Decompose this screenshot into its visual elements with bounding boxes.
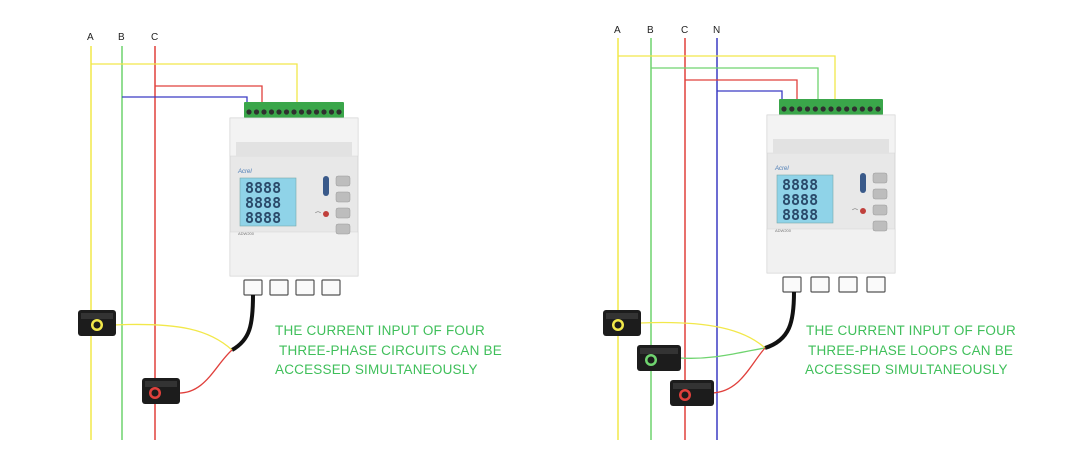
phase-label-a: A — [614, 25, 621, 36]
terminal-screw — [804, 106, 811, 112]
caption-line-2: THREE-PHASE LOOPS CAN BE — [808, 343, 1013, 358]
current-transformer-c — [142, 378, 180, 404]
current-transformer-a — [603, 310, 641, 336]
terminal-screws — [246, 109, 342, 115]
energy-meter: Acrel 8888 8888 8888 ADW200 ⌒ — [766, 99, 896, 293]
current-transformer-b — [637, 345, 681, 371]
meter-brand: Acrel — [774, 166, 789, 172]
terminal-screw — [336, 109, 342, 115]
ct-wire-c — [711, 347, 766, 394]
terminal-screw — [268, 109, 275, 115]
current-transformer-a — [78, 310, 116, 336]
terminal-screw — [283, 109, 290, 115]
meter-button-1[interactable] — [335, 175, 351, 187]
phase-label-c: C — [151, 32, 158, 43]
current-transformer-c — [670, 380, 714, 406]
terminal-screw — [859, 106, 865, 112]
svg-text:⌒: ⌒ — [315, 212, 321, 219]
voltage-wire-a — [618, 55, 836, 103]
ct-cable — [230, 294, 255, 352]
ct-input-ports — [782, 276, 886, 293]
terminal-screw — [253, 109, 260, 115]
meter-button-2[interactable] — [335, 191, 351, 203]
meter-brand: Acrel — [237, 169, 252, 175]
terminal-screw — [306, 109, 312, 115]
terminal-screw — [246, 109, 252, 115]
terminal-screw — [261, 109, 267, 115]
terminal-screw — [836, 106, 842, 112]
terminal-screw — [812, 106, 818, 112]
terminal-screw — [291, 109, 297, 115]
lcd-row-3: 8888 — [245, 209, 281, 227]
terminal-screw — [875, 106, 881, 112]
meter-button-1[interactable] — [872, 172, 888, 184]
terminal-screw — [781, 106, 787, 112]
voltage-wire-n — [717, 90, 783, 103]
phase-label-b: B — [118, 32, 125, 43]
terminal-screw — [328, 109, 335, 115]
energy-meter: Acrel 8888 8888 8888 ADW200 ⌒ — [229, 102, 359, 296]
ct-cable — [764, 291, 796, 350]
ct-wire-a — [639, 321, 766, 349]
terminal-screw — [828, 106, 834, 112]
meter-button-4[interactable] — [872, 220, 888, 232]
voltage-wire-c — [685, 79, 798, 103]
lcd-screen — [776, 174, 834, 224]
voltage-wire-a — [91, 63, 298, 104]
terminal-screw — [844, 106, 850, 112]
voltage-wire-c — [155, 85, 263, 104]
caption-line-3: ACCESSED SIMULTANEOUSLY — [805, 362, 1008, 377]
ct-wire-b — [679, 347, 766, 359]
meter-button-3[interactable] — [335, 207, 351, 219]
voltage-wire-b — [651, 67, 819, 103]
terminal-screw — [276, 109, 282, 115]
terminal-screw — [789, 106, 795, 112]
lcd-row-2: 8888 — [245, 194, 281, 212]
terminal-screw — [820, 106, 826, 112]
terminal-screw — [313, 109, 320, 115]
svg-text:⌒: ⌒ — [852, 209, 858, 216]
phase-label-c: C — [681, 25, 688, 36]
voltage-wire-b — [122, 96, 248, 104]
meter-model: ADW200 — [238, 231, 255, 236]
meter-button-4[interactable] — [335, 223, 351, 235]
phase-label-a: A — [87, 32, 94, 43]
ct-input-ports — [243, 279, 341, 296]
phase-label-n: N — [713, 25, 720, 36]
caption-line-1: THE CURRENT INPUT OF FOUR — [275, 323, 485, 338]
caption-line-2: THREE-PHASE CIRCUITS CAN BE — [279, 343, 502, 358]
lcd-row-2: 8888 — [782, 191, 818, 209]
caption-line-3: ACCESSED SIMULTANEOUSLY — [275, 362, 478, 377]
meter-model: ADW200 — [775, 228, 792, 233]
terminal-screws — [781, 106, 881, 112]
lcd-row-1: 8888 — [782, 176, 818, 194]
ct-wire-c — [175, 349, 233, 394]
terminal-screw — [851, 106, 858, 112]
lcd-row-1: 8888 — [245, 179, 281, 197]
ct-wire-a — [111, 323, 233, 351]
terminal-screw — [867, 106, 873, 112]
terminal-screw — [298, 109, 305, 115]
right-panel: A B C N Acrel 8888 8888 8888 ADW200 ⌒ — [603, 25, 1016, 440]
caption-line-1: THE CURRENT INPUT OF FOUR — [806, 323, 1016, 338]
phase-label-b: B — [647, 25, 654, 36]
terminal-screw — [321, 109, 327, 115]
lcd-row-3: 8888 — [782, 206, 818, 224]
terminal-screw — [797, 106, 803, 112]
meter-button-3[interactable] — [872, 204, 888, 216]
lcd-screen — [239, 177, 297, 227]
left-panel: A B C Acrel 8888 8888 8888 ADW200 — [78, 32, 502, 440]
meter-button-2[interactable] — [872, 188, 888, 200]
